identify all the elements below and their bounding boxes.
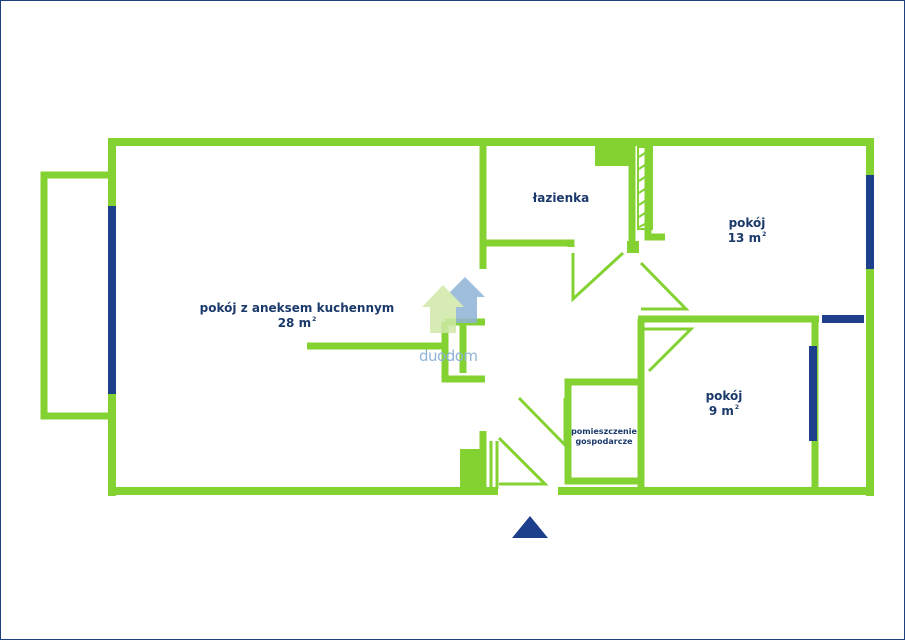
room-13-area: 13 m2 bbox=[727, 231, 767, 245]
balcony bbox=[40, 171, 109, 420]
living-room-area: 28 m2 bbox=[277, 316, 317, 330]
room-9-area: 9 m2 bbox=[708, 404, 740, 418]
logo-text: duodom bbox=[419, 347, 478, 365]
wall-blocks bbox=[460, 142, 639, 491]
living-room-name: pokój z aneksem kuchennym bbox=[199, 301, 395, 315]
utility-room-name-line1: pomieszczenie bbox=[571, 427, 637, 436]
ventilation-shaft bbox=[637, 146, 653, 230]
living-room-label: pokój z aneksem kuchennym 28 m2 bbox=[197, 301, 397, 331]
triangle-up-icon bbox=[512, 516, 548, 538]
utility-room-name-line2: gospodarcze bbox=[575, 437, 633, 446]
room-13-label: pokój 13 m2 bbox=[707, 216, 787, 246]
windows bbox=[108, 175, 874, 441]
room-9-name: pokój bbox=[705, 389, 743, 403]
bathroom-name: łazienka bbox=[532, 191, 590, 205]
house-logo-icon bbox=[422, 277, 485, 333]
utility-room-label: pomieszczenie gospodarcze bbox=[569, 427, 639, 447]
bathroom-label: łazienka bbox=[521, 191, 601, 206]
doors bbox=[489, 251, 695, 489]
room-9-label: pokój 9 m2 bbox=[684, 389, 764, 419]
room-13-name: pokój bbox=[728, 216, 766, 230]
